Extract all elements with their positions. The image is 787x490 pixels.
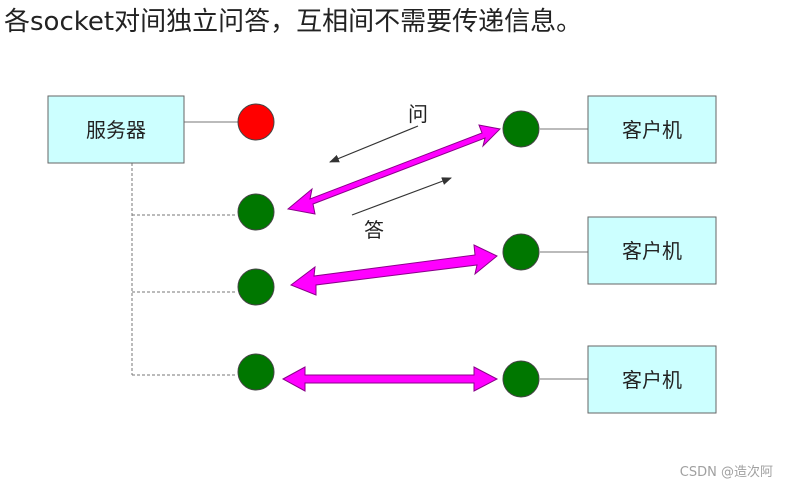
client-box-2: 客户机 [587, 216, 717, 285]
client-label-3: 客户机 [622, 368, 682, 392]
listen-socket [237, 103, 275, 141]
client-socket-3 [502, 360, 540, 398]
client-socket-1 [502, 110, 540, 148]
server-dashed-connectors [131, 163, 237, 376]
ask-label: 问 [408, 102, 428, 126]
double-arrow-3 [281, 366, 499, 392]
client-box-3: 客户机 [587, 345, 717, 414]
client-label-1: 客户机 [622, 118, 682, 142]
ask-arrow [329, 125, 419, 163]
watermark: CSDN @造次阿 [679, 465, 773, 480]
server-conn-socket-3 [237, 353, 275, 391]
server-conn-socket-1 [237, 193, 275, 231]
client-connectors [540, 128, 588, 380]
caption: 各socket对间独立问答，互相间不需要传递信息。 [4, 7, 583, 37]
server-conn-socket-2 [237, 268, 275, 306]
server-box: 服务器 [47, 95, 185, 164]
magenta-arrows [281, 124, 502, 392]
answer-label: 答 [364, 218, 384, 242]
answer-arrow [351, 177, 452, 216]
client-socket-2 [502, 233, 540, 271]
double-arrow-2 [289, 244, 498, 296]
double-arrow-1 [286, 124, 502, 215]
client-label-2: 客户机 [622, 239, 682, 263]
server-label: 服务器 [86, 118, 146, 142]
client-box-1: 客户机 [587, 95, 717, 164]
